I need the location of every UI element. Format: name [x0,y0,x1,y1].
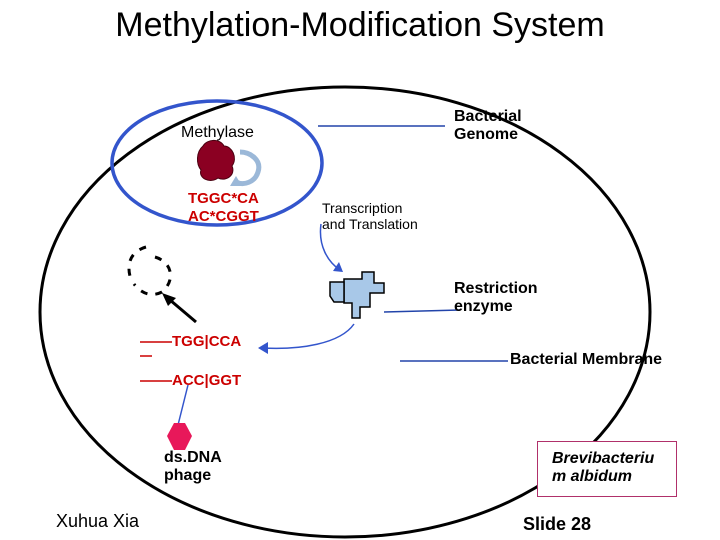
cut-sequence-top: TGG|CCA [172,333,242,350]
fragmented-dna-icon [127,245,172,296]
enzyme-callout-line [383,309,461,313]
phage-label: ds.DNA phage [164,449,222,485]
degradation-arrow [169,298,197,324]
restriction-enzyme-label: Restriction enzyme [454,280,538,316]
author-name: Xuhua Xia [56,511,140,531]
methylated-sequence-top: TGGC*CA [188,190,259,207]
slide-title: Methylation-Modification System [115,6,605,44]
bacterial-membrane-label: Bacterial Membrane [510,351,663,368]
cleavage-arrow [261,323,355,350]
cleavage-arrowhead [258,342,268,354]
genome-ring [110,99,324,227]
degradation-arrowhead [162,293,176,306]
cut-sequence-bottom: ACC|GGT [172,372,242,389]
methylase-label: Methylase [181,124,254,141]
phage-head-icon [167,423,192,450]
organism-name: Brevibacteriu m albidum [552,450,655,486]
methylase-icon [197,139,262,187]
transcription-arrowhead [333,262,343,272]
slide-number: Slide 28 [523,514,592,534]
phage-tail [177,384,189,426]
methylated-sequence-bottom: AC*CGGT [188,208,259,225]
cell-membrane [38,85,652,539]
organism-box: Brevibacteriu m albidum [537,441,677,497]
transcription-label: Transcription and Translation [322,200,418,233]
restriction-enzyme-icon [329,271,385,319]
bacterial-genome-label: Bacterial Genome [454,108,522,144]
